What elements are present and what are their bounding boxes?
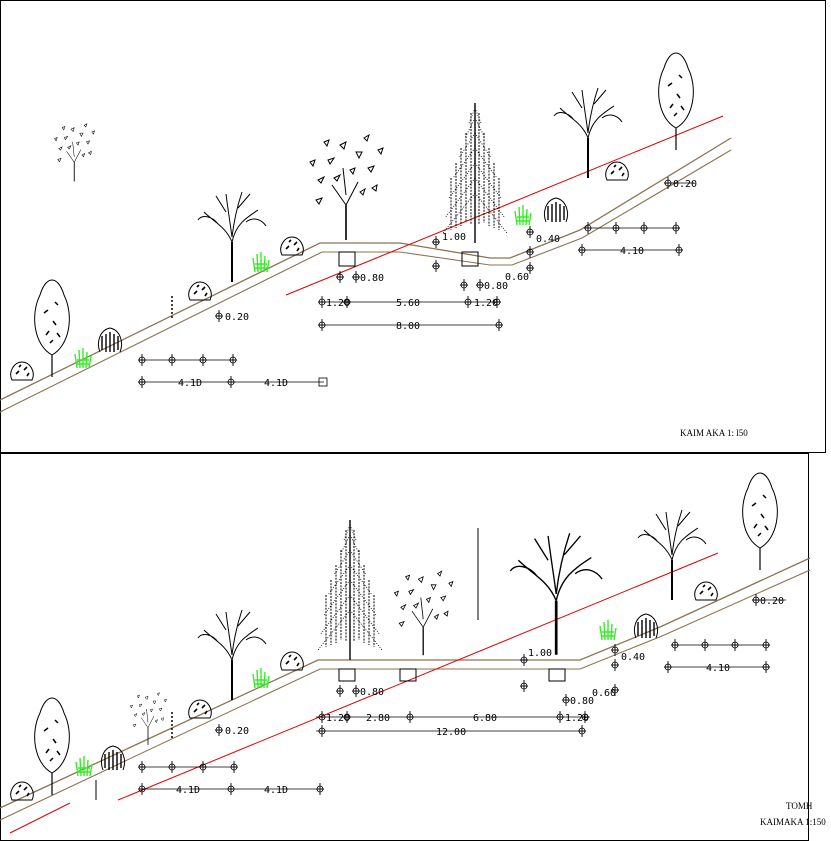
top-axis-line — [285, 115, 724, 296]
top-cross-section: 4.1D 4.1D 0.20 0.80 1.20 5.60 1.20 8.00 … — [0, 52, 748, 438]
top-dim-left-a: 4.1D — [178, 378, 202, 389]
top-dim-road-right-margin: 1.20 — [474, 298, 498, 309]
top-tri-tree-big — [309, 134, 384, 241]
bottom-section-title: TOMH — [786, 801, 813, 811]
bottom-axis-line-stub — [9, 802, 71, 834]
bottom-dim-left-b: 4.1D — [264, 785, 288, 796]
top-dim-slope-offset: 0.20 — [225, 312, 249, 323]
bottom-dark-bush-2 — [633, 613, 659, 639]
top-ground-line — [0, 137, 732, 401]
top-footing-right — [461, 251, 479, 267]
bottom-dim-right-shoulder-low: 0.60 — [592, 688, 616, 699]
bottom-dim-tree-height: 1.00 — [528, 648, 552, 659]
top-dim-road-total: 8.00 — [396, 321, 420, 332]
bottom-dim-right-spacing: 4.10 — [706, 663, 730, 674]
top-grass-3 — [514, 204, 532, 226]
bottom-shrub-4 — [693, 581, 719, 601]
top-dark-bush-2 — [543, 197, 569, 223]
top-dark-bush-1 — [97, 327, 123, 353]
top-round-tree-right — [657, 52, 695, 151]
bottom-dim-right-shoulder-top: 0.40 — [621, 652, 645, 663]
bottom-footing-left — [338, 668, 356, 682]
bottom-dim-road-left-margin: 1.20 — [326, 713, 350, 724]
bottom-dim-left-a: 4.1D — [176, 785, 200, 796]
top-dim-road-left-shoulder: 0.80 — [360, 273, 384, 284]
bottom-tri-tree-small — [129, 692, 167, 746]
bottom-ground-line-inner — [0, 569, 811, 821]
bottom-bare-tree-big — [508, 531, 604, 657]
bottom-dim-road-lane-b: 6.80 — [473, 713, 497, 724]
top-shrub-4 — [604, 161, 630, 181]
top-dim-tree-height: 1.00 — [442, 232, 466, 243]
bottom-dim-road-right-margin: 1.20 — [565, 713, 589, 724]
top-dim-right-shoulder-low: 0.60 — [505, 272, 529, 283]
top-dim-road-left-margin: 1.20 — [326, 298, 350, 309]
bottom-cross-section: 4.1D 4.1D 0.20 0.80 1.20 2.80 6.80 1.20 … — [0, 472, 826, 834]
bottom-ground-line — [0, 557, 811, 809]
top-dim-road-mid-offset: 0.80 — [484, 281, 508, 292]
bottom-bare-tree-2 — [637, 509, 707, 601]
bottom-dim-road-lane-a: 2.80 — [366, 713, 390, 724]
top-grass-1 — [74, 347, 92, 369]
bottom-round-tree-left — [33, 697, 71, 796]
top-footing-left — [338, 251, 356, 267]
bottom-dark-bush-1 — [100, 745, 126, 771]
bottom-footing-right — [548, 668, 566, 682]
bottom-grass-3 — [599, 619, 617, 641]
bottom-dim-road-total: 12.00 — [436, 727, 466, 738]
bottom-grass-2 — [252, 667, 270, 689]
bottom-dim-road-mid-offset: 0.80 — [570, 696, 594, 707]
top-dim-left-b: 4.1D — [264, 378, 288, 389]
top-conifer — [442, 102, 508, 244]
bottom-round-tree-right — [741, 472, 779, 571]
top-dim-road-lane: 5.60 — [396, 298, 420, 309]
bottom-scale-label: KAIMAKA 1:150 — [760, 817, 826, 827]
bottom-bare-tree-1 — [197, 609, 267, 701]
bottom-shrub-3 — [279, 651, 305, 671]
top-ground-line-inner — [0, 149, 732, 413]
bottom-leafy-tree — [393, 570, 454, 656]
bottom-dim-slope-offset: 0.20 — [225, 726, 249, 737]
bottom-footing-mid — [399, 668, 417, 682]
bottom-axis-line — [117, 552, 719, 801]
top-round-tree-left — [33, 279, 71, 378]
bottom-dim-road-left-shoulder: 0.80 — [360, 687, 384, 698]
top-dim-right-slope-offset: 0.20 — [673, 179, 697, 190]
bottom-frame — [0, 453, 809, 841]
top-dim-right-spacing: 4.10 — [620, 246, 644, 257]
top-shrub-1 — [9, 361, 35, 381]
top-bare-tree-2 — [553, 87, 623, 179]
top-dim-right-shoulder-top: 0.40 — [536, 234, 560, 245]
bottom-conifer — [317, 519, 383, 661]
top-frame — [0, 0, 826, 453]
top-tri-tree-small — [54, 123, 96, 182]
top-scale-label: KAIM AKA 1: l50 — [680, 428, 748, 438]
bottom-dim-right-slope-offset: 0.20 — [760, 596, 784, 607]
